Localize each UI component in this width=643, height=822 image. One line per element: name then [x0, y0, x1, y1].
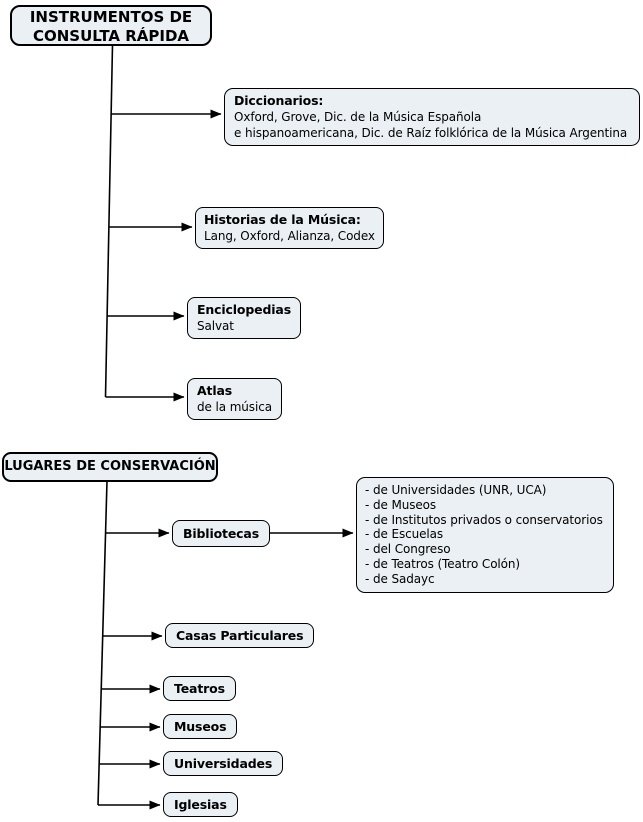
node-atlas[interactable]: Atlas de la música — [187, 378, 282, 420]
list-item: - de Institutos privados o conservatorio… — [365, 512, 603, 527]
list-item: - de Museos — [365, 497, 437, 512]
node-body: Salvat — [197, 319, 234, 333]
root-node-instrumentos-consulta-rapida[interactable]: INSTRUMENTOS DE CONSULTA RÁPIDA — [10, 5, 212, 46]
node-diccionarios[interactable]: Diccionarios: Oxford, Grove, Dic. de la … — [224, 88, 640, 146]
node-title: Enciclopedias — [197, 302, 291, 317]
trunk-lugares — [97, 480, 108, 806]
node-enciclopedias[interactable]: Enciclopedias Salvat — [187, 297, 301, 339]
list-item: - del Congreso — [365, 542, 451, 557]
node-iglesias[interactable]: Iglesias — [163, 792, 238, 817]
node-casas-particulares[interactable]: Casas Particulares — [165, 623, 315, 648]
list-item: - de Escuelas — [365, 527, 444, 542]
list-item: - de Universidades (UNR, UCA) — [365, 483, 547, 497]
node-title: Historias de la Música: — [204, 212, 361, 227]
node-title: Diccionarios: — [234, 93, 324, 108]
list-item: - de Sadayc — [365, 571, 435, 586]
node-body: Oxford, Grove, Dic. de la Música Español… — [234, 110, 628, 140]
trunk-instrumentos — [104, 44, 114, 398]
node-museos[interactable]: Museos — [163, 714, 238, 739]
list-item: - de Teatros (Teatro Colón) — [365, 556, 520, 571]
node-historias-de-la-musica[interactable]: Historias de la Música: Lang, Oxford, Al… — [195, 207, 384, 249]
node-universidades[interactable]: Universidades — [163, 751, 284, 776]
root-node-lugares-de-conservacion[interactable]: LUGARES DE CONSERVACIÓN — [2, 452, 218, 482]
node-title: Atlas — [197, 383, 233, 398]
node-body: de la música — [197, 400, 272, 414]
node-body: Lang, Oxford, Alianza, Codex — [204, 229, 375, 243]
node-bibliotecas-detail-list[interactable]: - de Universidades (UNR, UCA)- de Museos… — [356, 477, 614, 593]
node-bibliotecas[interactable]: Bibliotecas — [172, 520, 271, 547]
node-teatros[interactable]: Teatros — [163, 676, 236, 701]
